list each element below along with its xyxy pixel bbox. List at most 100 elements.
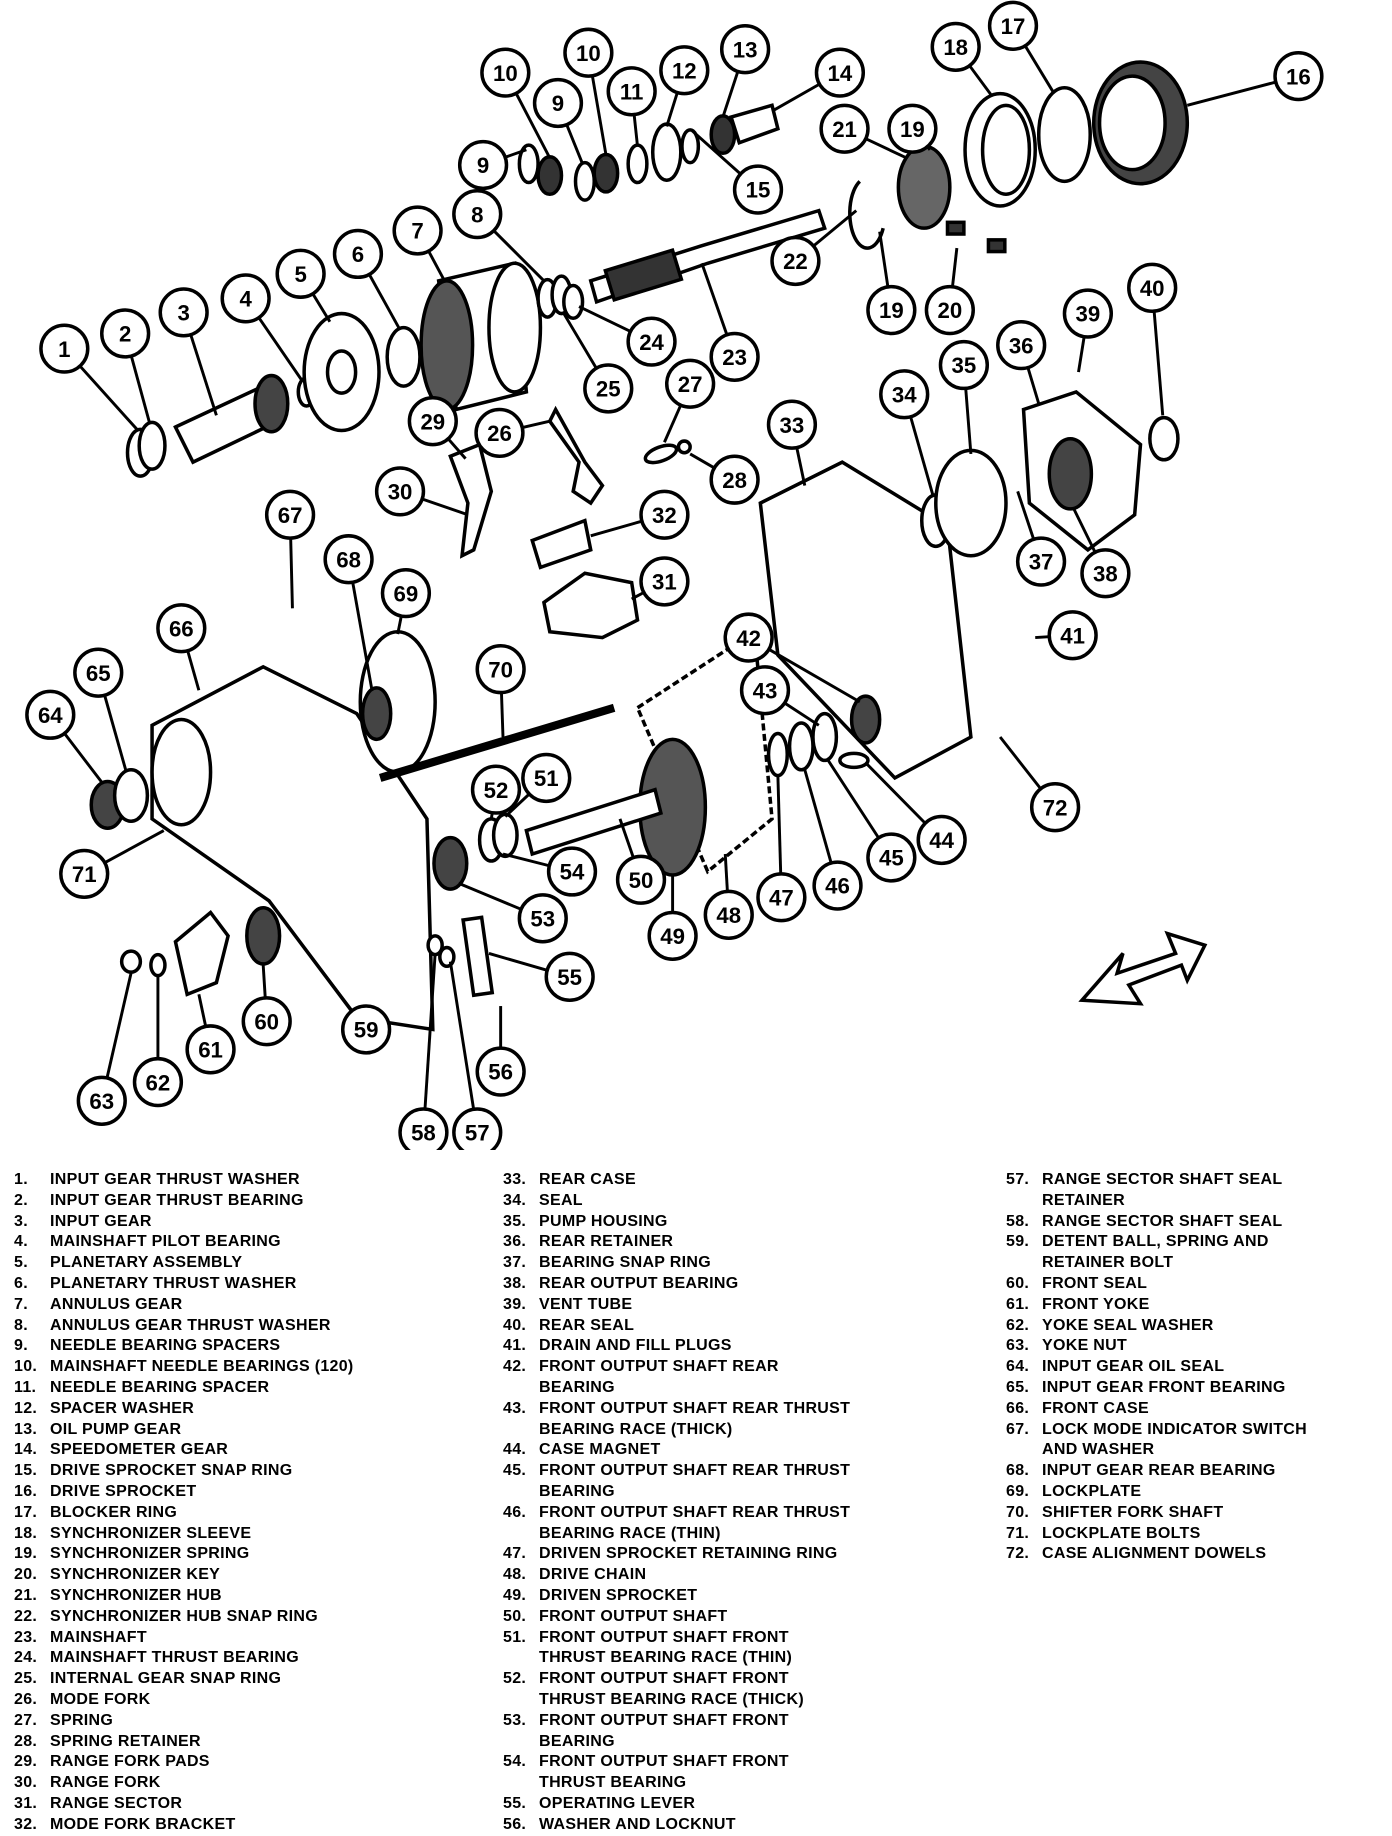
callout-circle <box>1273 50 1324 102</box>
legend-number: 45. <box>503 1462 527 1480</box>
legend-line: BEARING RACE (THICK) <box>539 1420 733 1438</box>
legend-line: NEEDLE BEARING SPACER <box>50 1378 270 1396</box>
callout-10: 10 <box>480 47 531 98</box>
legend-item: 26.MODE FORK <box>14 1690 354 1711</box>
leader-line <box>499 692 505 738</box>
callout-number: 9 <box>552 91 564 116</box>
legend-number: 24. <box>14 1649 38 1667</box>
callout-66: 66 <box>156 603 207 654</box>
legend-item: 31.RANGE SECTOR <box>14 1794 354 1815</box>
legend-number: 14. <box>14 1441 38 1459</box>
legend-description: DRIVE SPROCKET <box>50 1482 196 1503</box>
callout-number: 10 <box>493 61 518 86</box>
leader-line <box>700 262 729 336</box>
yoke-nut <box>119 949 143 974</box>
callout-70: 70 <box>475 644 526 695</box>
callout-circle <box>1029 782 1081 833</box>
callout-circle <box>158 287 209 338</box>
legend-line: BEARING SNAP RING <box>539 1254 711 1272</box>
leader-line <box>311 293 332 323</box>
callout-circle <box>887 103 938 154</box>
legend-line: ANNULUS GEAR THRUST WASHER <box>50 1316 331 1334</box>
callout-20: 20 <box>924 284 975 336</box>
legend-line: THRUST BEARING <box>539 1774 687 1792</box>
callout-number: 64 <box>38 703 63 728</box>
callout-58: 58 <box>398 1107 449 1150</box>
callout-9: 9 <box>457 139 509 191</box>
leader-line <box>590 519 643 538</box>
callout-circle <box>1062 288 1114 339</box>
callout-circle <box>659 45 710 96</box>
legend-line: RANGE SECTOR SHAFT SEAL <box>1042 1212 1283 1230</box>
callout-number: 68 <box>336 547 361 572</box>
legend-description: PUMP HOUSING <box>539 1212 668 1233</box>
leader-line <box>1152 311 1165 416</box>
legend-number: 26. <box>14 1690 38 1708</box>
callout-number: 70 <box>488 657 513 682</box>
leader-line <box>864 761 927 825</box>
leader-line <box>795 447 807 486</box>
callout-45: 45 <box>866 832 917 883</box>
callout-39: 39 <box>1062 288 1114 339</box>
legend-number: 1. <box>14 1171 28 1188</box>
legend-item: 20.SYNCHRONIZER KEY <box>14 1565 354 1586</box>
legend-description: DRIVE CHAIN <box>539 1565 646 1586</box>
legend-item: 17.BLOCKER RING <box>14 1503 354 1524</box>
legend-item: 33.REAR CASE <box>503 1170 850 1191</box>
parts-drawing <box>89 60 1190 1032</box>
legend-description: SHIFTER FORK SHAFT <box>1042 1503 1223 1524</box>
leader-line <box>689 452 716 470</box>
legend-description: SYNCHRONIZER HUB <box>50 1586 222 1607</box>
case-magnet <box>838 751 870 770</box>
callout-number: 61 <box>198 1038 223 1063</box>
input-gear-front-bearing <box>112 768 150 823</box>
legend-line: FRONT OUTPUT SHAFT <box>539 1607 728 1625</box>
legend-line: THRUST BEARING RACE (THICK) <box>539 1690 804 1708</box>
callout-number: 57 <box>465 1121 490 1146</box>
leader-line <box>951 247 959 287</box>
callout-40: 40 <box>1127 262 1178 313</box>
callout-63: 63 <box>76 1075 127 1126</box>
callout-54: 54 <box>546 846 598 897</box>
callout-22: 22 <box>770 235 821 287</box>
leader-line <box>1077 336 1086 373</box>
callout-number: 62 <box>146 1070 171 1095</box>
input-gear-thrust-bearing <box>137 420 167 471</box>
leader-line <box>562 312 598 370</box>
callout-number: 55 <box>557 965 582 990</box>
callout-circle <box>924 284 975 336</box>
legend-number: 68. <box>1006 1462 1030 1480</box>
legend-item: 11.NEEDLE BEARING SPACER <box>14 1378 354 1399</box>
callout-number: 36 <box>1009 333 1034 358</box>
legend-number: 44. <box>503 1441 527 1459</box>
callout-29: 29 <box>407 396 458 447</box>
callout-number: 65 <box>86 661 111 686</box>
legend-description: SPRING RETAINER <box>50 1732 201 1753</box>
callout-circle <box>930 21 981 73</box>
callout-circle <box>723 612 774 663</box>
front-seal <box>245 906 282 966</box>
legend-line: PLANETARY ASSEMBLY <box>50 1254 243 1272</box>
callout-52: 52 <box>470 764 522 815</box>
callout-circle <box>241 996 292 1047</box>
leader-line <box>826 759 880 839</box>
callout-number: 2 <box>119 322 131 347</box>
legend-item: 41.DRAIN AND FILL PLUGS <box>503 1336 850 1357</box>
legend-number: 22. <box>14 1607 38 1625</box>
leader-line <box>257 316 304 382</box>
legend-line: SPRING RETAINER <box>50 1732 201 1750</box>
callout-circle <box>812 860 863 911</box>
legend-number: 54. <box>503 1753 527 1771</box>
callout-circle <box>380 567 432 619</box>
front-case <box>150 664 435 1032</box>
front-output-shaft-rear-bearing <box>849 694 882 745</box>
legend-number: 50. <box>503 1607 527 1625</box>
callout-25: 25 <box>583 363 634 414</box>
callout-21: 21 <box>819 103 870 154</box>
leader-line <box>427 250 446 282</box>
callout-12: 12 <box>659 45 710 96</box>
callout-number: 34 <box>892 382 917 407</box>
